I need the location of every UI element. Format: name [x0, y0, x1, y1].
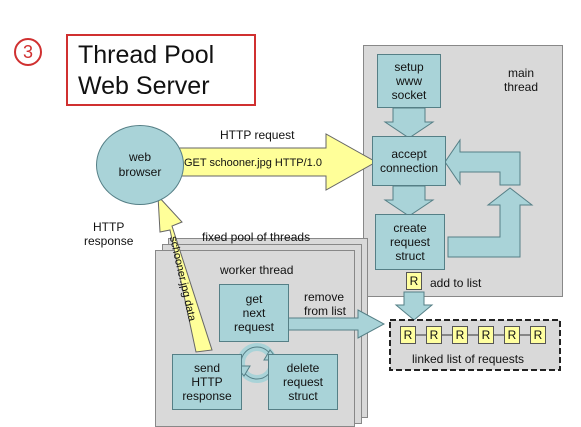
worker-thread-label: worker thread	[220, 263, 294, 277]
web-browser-node: web browser	[96, 125, 184, 205]
arrow-setup-to-accept	[383, 107, 435, 139]
queue-item: R	[530, 326, 546, 344]
request-token: R	[406, 272, 422, 290]
send-response-box: send HTTP response	[172, 354, 242, 410]
queue-item: R	[478, 326, 494, 344]
create-request-box: create request struct	[375, 214, 445, 270]
title-box: Thread Pool Web Server	[66, 34, 256, 106]
arrow-http-response	[157, 194, 213, 353]
remove-from-list-label: remove from list	[304, 290, 346, 318]
queue-item: R	[400, 326, 416, 344]
arrow-loop-back-top	[444, 138, 521, 186]
arrow-accept-to-create	[383, 185, 435, 217]
step-number: 3	[22, 41, 33, 62]
queue-label: linked list of requests	[412, 352, 525, 366]
arrow-http-request	[175, 133, 378, 191]
queue-item: R	[452, 326, 468, 344]
http-response-label: HTTP response	[84, 220, 134, 248]
step-marker: 3	[14, 38, 42, 66]
accept-connection-box: accept connection	[372, 136, 446, 186]
add-to-list-label: add to list	[430, 276, 482, 290]
queue-item: R	[426, 326, 442, 344]
setup-socket-box: setup www socket	[377, 54, 441, 108]
page-title: Thread Pool Web Server	[78, 41, 215, 100]
arrow-loop-back	[447, 187, 534, 258]
arrow-remove-from-list	[285, 309, 386, 339]
get-request-label: GET schooner.jpg HTTP/1.0	[184, 157, 322, 169]
http-request-label: HTTP request	[220, 128, 295, 142]
queue-item: R	[504, 326, 520, 344]
main-thread-label: main thread	[503, 66, 539, 94]
thread-pool-label: fixed pool of threads	[202, 230, 311, 244]
delete-request-box: delete request struct	[268, 354, 338, 410]
arrow-create-to-list	[394, 291, 434, 321]
web-browser-label: web browser	[118, 150, 162, 179]
get-next-request-box: get next request	[219, 284, 289, 342]
